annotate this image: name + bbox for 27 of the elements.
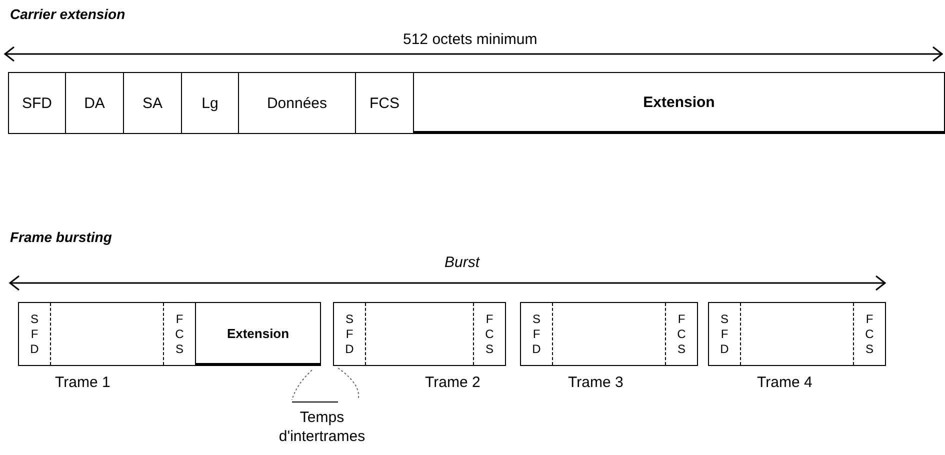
section-heading: Carrier extension	[10, 6, 126, 22]
frame-box	[708, 302, 886, 366]
dimension-label: 512 octets minimum	[403, 31, 538, 48]
gap-label: Temps d'intertrames	[278, 408, 366, 446]
dimension-label: Burst	[444, 254, 480, 271]
field-cell: Données	[238, 72, 356, 134]
frame-box	[520, 302, 698, 366]
fcs-field: F C S	[665, 303, 697, 365]
field-cell: SA	[123, 72, 182, 134]
field-cell: Lg	[181, 72, 239, 134]
frame-caption: Trame 4	[757, 374, 812, 391]
section-heading: Frame bursting	[10, 229, 112, 245]
sfd-field: S F D	[521, 303, 553, 365]
extension-field: Extension	[195, 302, 321, 366]
frame-caption: Trame 2	[425, 374, 480, 391]
field-cell: SFD	[8, 72, 66, 134]
sfd-field: S F D	[709, 303, 741, 365]
frame-caption: Trame 1	[55, 374, 110, 391]
field-cell: DA	[65, 72, 124, 134]
sfd-field: S F D	[19, 303, 51, 365]
fcs-field: F C S	[473, 303, 505, 365]
frame-box	[333, 302, 506, 366]
sfd-field: S F D	[334, 303, 366, 365]
field-cell: FCS	[355, 72, 414, 134]
frame-caption: Trame 3	[568, 374, 624, 391]
fcs-field: F C S	[853, 303, 885, 365]
extension-field: Extension	[413, 72, 945, 134]
